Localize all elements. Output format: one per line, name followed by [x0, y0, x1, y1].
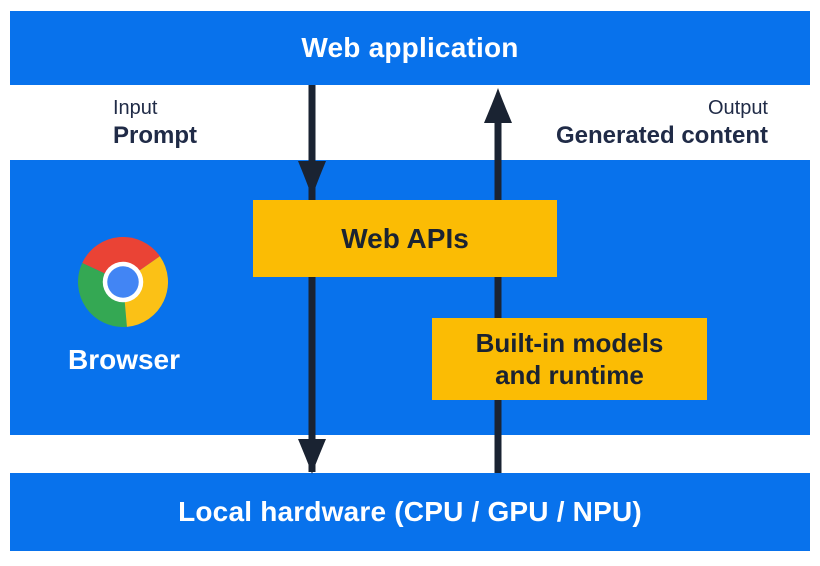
- input-value-label: Prompt: [113, 122, 197, 149]
- chrome-logo-blue-center: [107, 266, 139, 298]
- builtin-models-line2: and runtime: [495, 360, 644, 390]
- web-apis-box: Web APIs: [253, 200, 557, 277]
- input-caption: Input: [113, 97, 158, 119]
- builtin-models-label: Built-in models and runtime: [476, 327, 664, 391]
- builtin-models-box: Built-in models and runtime: [432, 318, 707, 400]
- chrome-logo-yellow-segment: [123, 256, 168, 327]
- web-application-label: Web application: [301, 32, 519, 63]
- output-label-group: Output Generated content: [556, 95, 768, 150]
- output-caption: Output: [707, 97, 768, 119]
- local-hardware-label: Local hardware (CPU / GPU / NPU): [178, 496, 642, 527]
- chrome-logo-icon: [78, 237, 168, 327]
- browser-label: Browser: [67, 344, 181, 375]
- output-value-label: Generated content: [555, 122, 768, 149]
- local-hardware-band: Local hardware (CPU / GPU / NPU): [10, 473, 810, 551]
- web-application-band: Web application: [10, 11, 810, 85]
- builtin-models-line1: Built-in models: [475, 328, 664, 358]
- chrome-logo-red-segment: [82, 237, 160, 282]
- input-label-group: Input Prompt: [113, 95, 197, 150]
- web-apis-label: Web APIs: [341, 222, 469, 254]
